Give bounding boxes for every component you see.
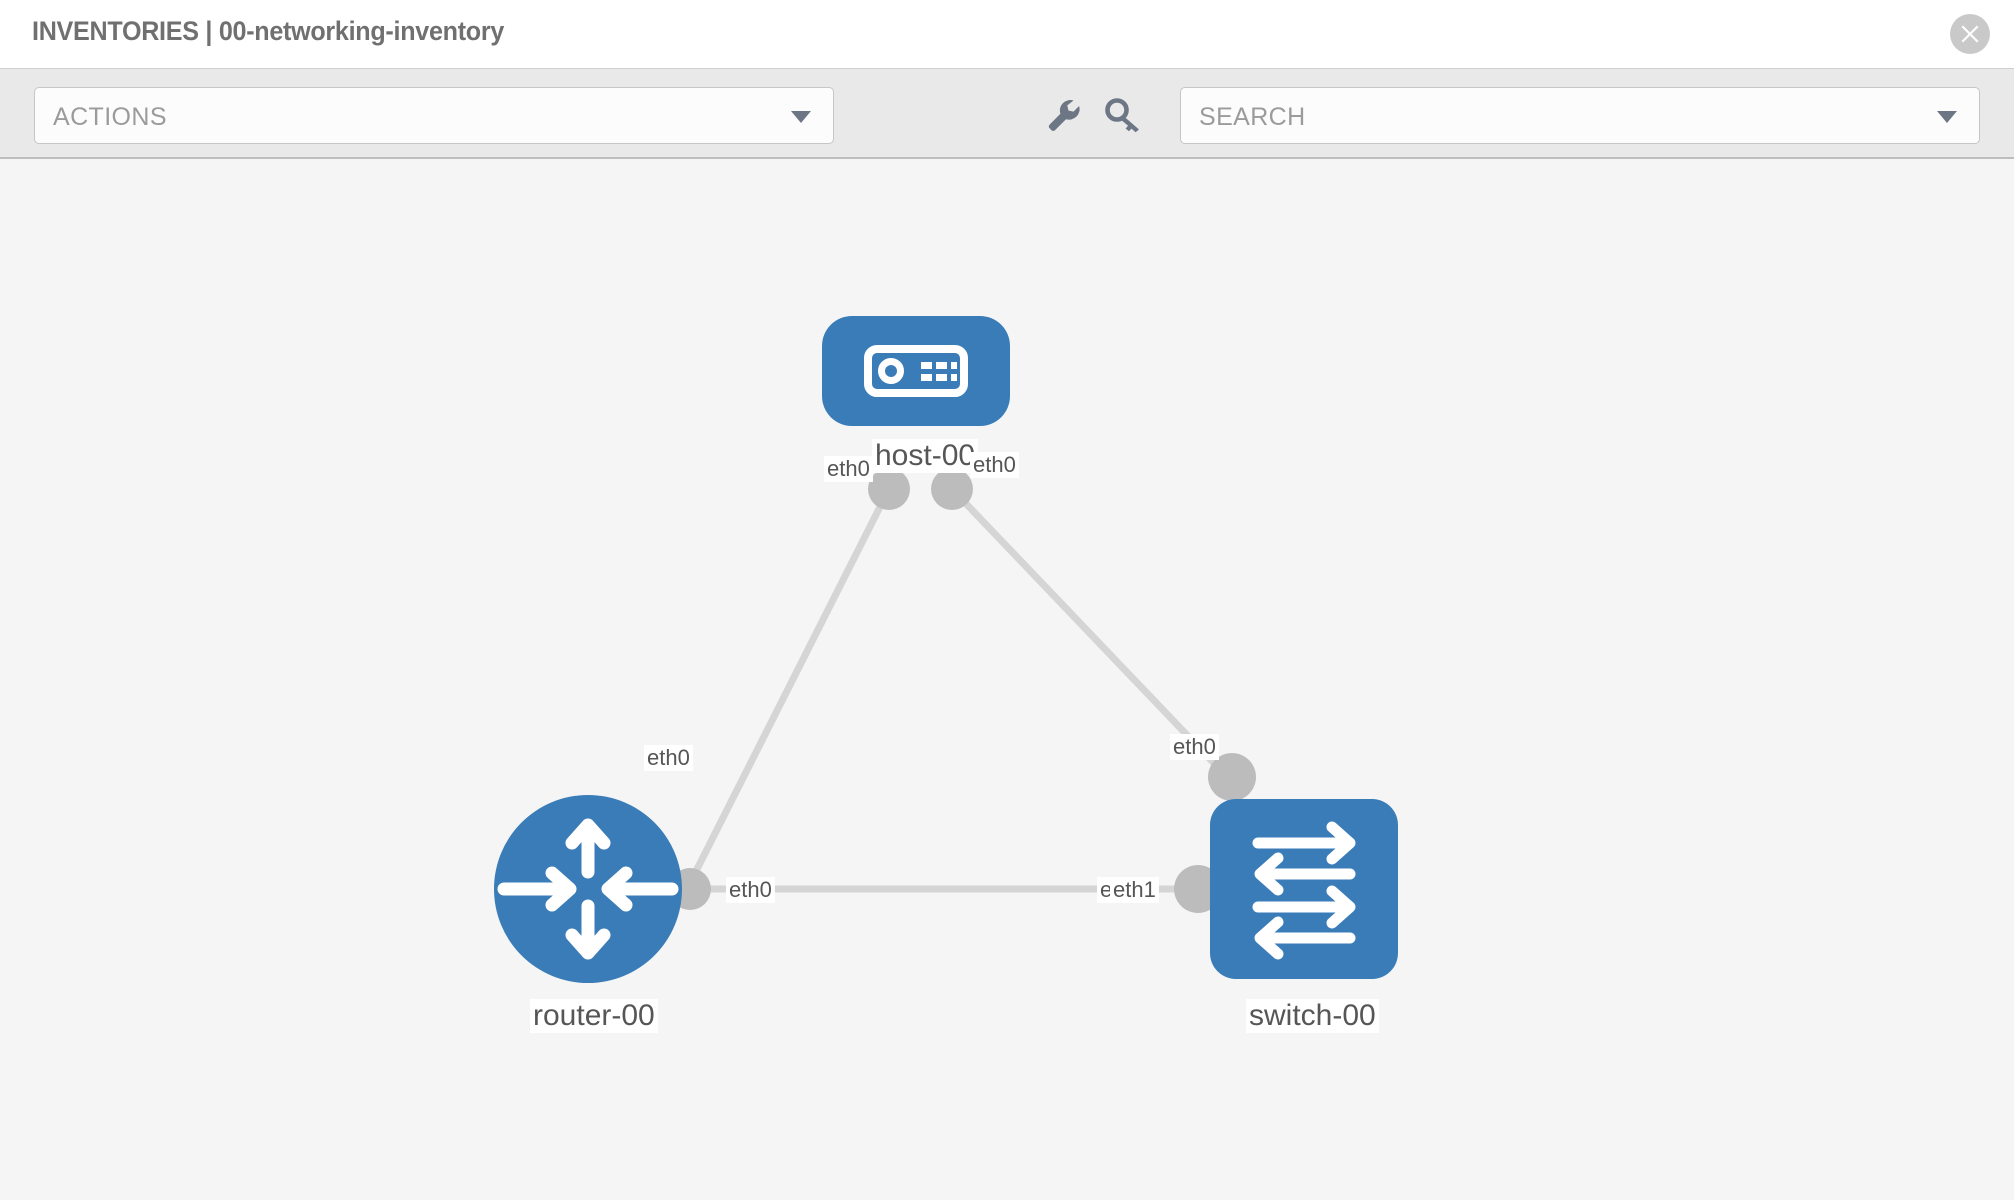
- interface-label-switch-eth1: eth1: [1110, 877, 1159, 903]
- port-host-right: [931, 468, 973, 510]
- port-host-left: [868, 468, 910, 510]
- page-header: INVENTORIES | 00-networking-inventory: [0, 0, 2014, 68]
- close-icon[interactable]: [1950, 14, 1990, 54]
- search-placeholder: SEARCH: [1199, 103, 1306, 131]
- key-icon[interactable]: [1100, 91, 1148, 139]
- interface-label-host-eth0-right: eth0: [970, 452, 1019, 478]
- link-host-switch: [949, 486, 1232, 782]
- link-host-router: [683, 487, 893, 891]
- interface-label-router-eth0-uplink: eth0: [644, 745, 693, 771]
- page-title: INVENTORIES | 00-networking-inventory: [32, 16, 505, 46]
- interface-label-switch-eth0-uplink: eth0: [1170, 734, 1219, 760]
- node-label-host: host-00: [872, 439, 979, 473]
- actions-dropdown-label: ACTIONS: [53, 103, 167, 131]
- node-label-switch: switch-00: [1246, 999, 1379, 1033]
- wrench-icon[interactable]: [1040, 91, 1088, 139]
- chevron-down-icon[interactable]: [1937, 110, 1957, 123]
- topology-graph: [494, 316, 1398, 983]
- chevron-down-icon: [791, 110, 811, 123]
- port-switch-top: [1208, 753, 1256, 801]
- node-switch-00: [1210, 799, 1398, 979]
- node-label-router: router-00: [530, 999, 658, 1033]
- topology-ports: [669, 468, 1256, 913]
- node-host-00: [822, 316, 1010, 426]
- topology-links: [683, 486, 1232, 893]
- node-router-00: [494, 795, 682, 983]
- actions-dropdown[interactable]: ACTIONS: [34, 87, 834, 144]
- interface-label-host-eth0-left: eth0: [824, 456, 873, 482]
- toolbar: ACTIONS SEARCH: [0, 68, 2014, 159]
- interface-label-router-eth0-lan: eth0: [726, 877, 775, 903]
- search-input[interactable]: SEARCH: [1180, 87, 1980, 144]
- topology-canvas[interactable]: host-00 router-00 switch-00 eth0 eth0 et…: [0, 159, 2014, 1200]
